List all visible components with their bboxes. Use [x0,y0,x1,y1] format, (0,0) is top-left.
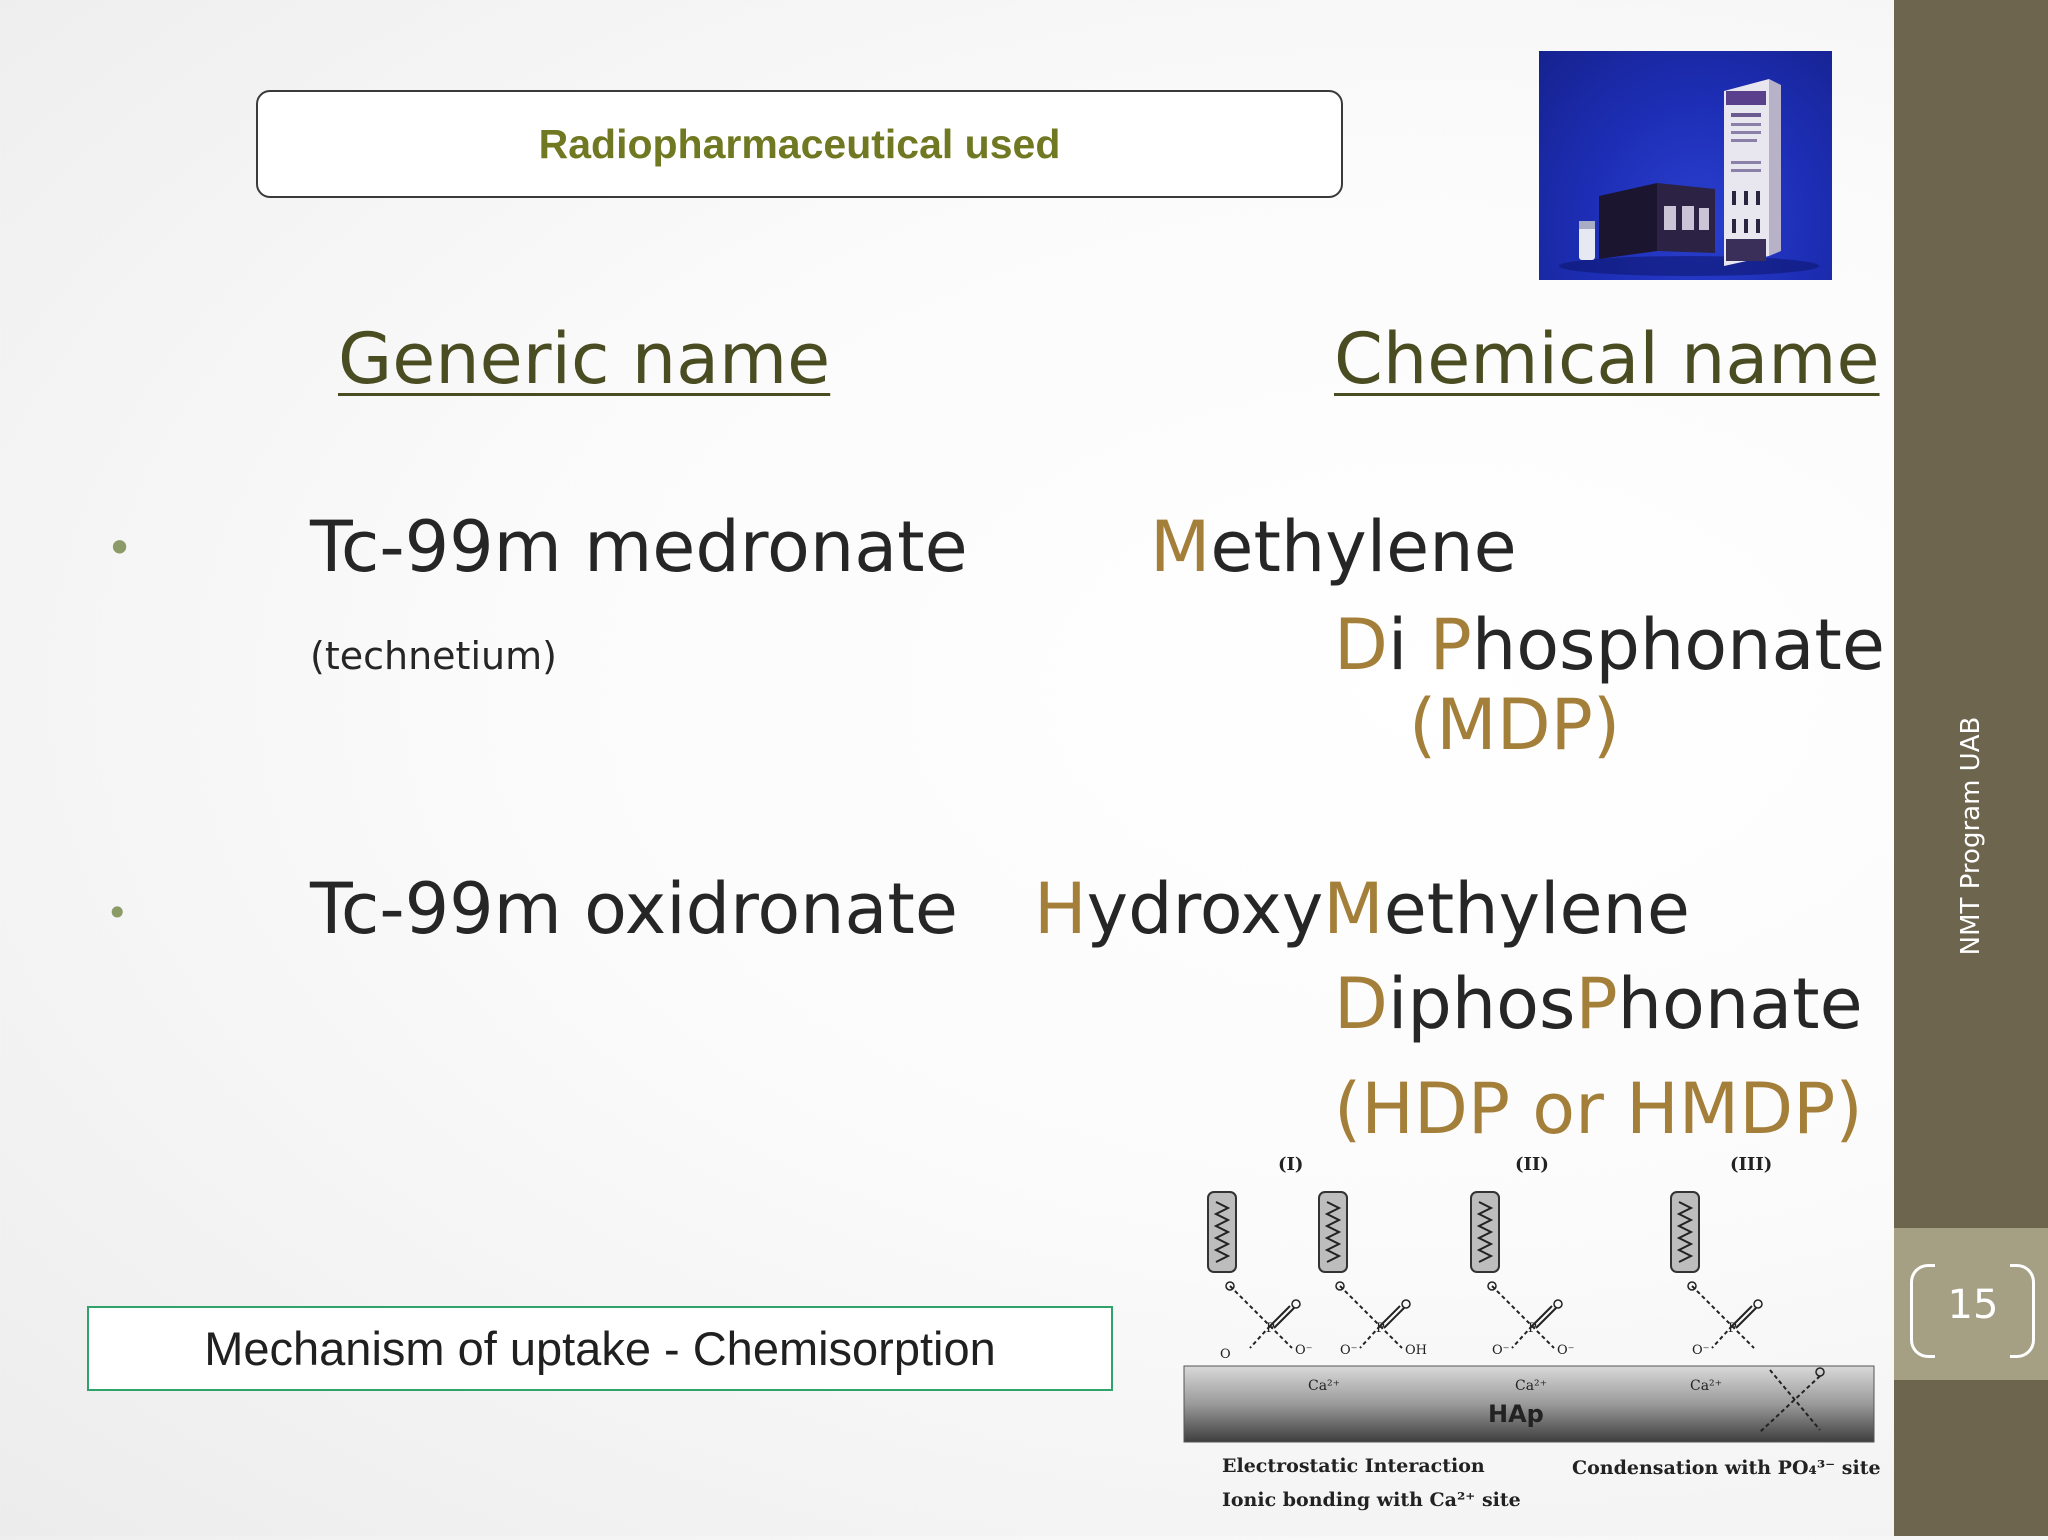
svg-text:OH: OH [1405,1343,1427,1358]
diagram-caption-right: Condensation with PO₄³⁻ site [1572,1457,1880,1479]
mechanism-box: Mechanism of uptake - Chemisorption [87,1306,1113,1391]
diagram-ca-2: Ca²⁺ [1515,1378,1547,1394]
svg-text:O⁻: O⁻ [1340,1343,1358,1358]
diagram-caption-left-2: Ionic bonding with Ca²⁺ site [1222,1489,1521,1511]
diagram-label-2: (II) [1515,1154,1549,1175]
svg-text:O⁻: O⁻ [1692,1343,1710,1358]
chem-seg: M [1150,506,1211,588]
chem-seg: i [1387,604,1430,686]
mechanism-text: Mechanism of uptake - Chemisorption [204,1322,996,1375]
svg-text:O⁻: O⁻ [1295,1343,1313,1358]
chemical-name-1-line2: Di Phosphonate [1334,604,1885,686]
generic-name-heading: Generic name [338,318,831,400]
generic-name-1: Tc-99m medronate [310,506,968,588]
diagram-caption-left-1: Electrostatic Interaction [1222,1455,1485,1477]
chemical-name-1-line1: Methylene [1150,506,1517,588]
chemical-name-2-line2: DiphosPhonate [1334,963,1863,1045]
slide-title-box: Radiopharmaceutical used [256,90,1343,198]
svg-text:O⁻: O⁻ [1492,1343,1510,1358]
chem-seg: ydroxy [1086,868,1324,950]
svg-text:O: O [1220,1347,1231,1362]
product-photo [1539,51,1832,280]
page-brace-left [1910,1264,1935,1358]
chem-seg: P [1429,604,1472,686]
chemical-abbr-1: (MDP) [1409,684,1621,766]
svg-text:O⁻: O⁻ [1557,1343,1575,1358]
chem-seg: M [1323,868,1384,950]
chem-seg: P [1575,963,1618,1045]
slide-title: Radiopharmaceutical used [538,120,1061,167]
chem-seg: ethylene [1210,506,1517,588]
sidebar-label: NMT Program UAB [1956,716,1986,956]
generic-name-2: Tc-99m oxidronate [310,868,958,950]
chem-seg: hosphonate [1471,604,1885,686]
chem-seg: honate [1617,963,1863,1045]
bullet-2: • [106,891,129,935]
chem-seg: D [1334,963,1388,1045]
bullet-1: • [106,521,134,575]
diagram-ca-3: Ca²⁺ [1690,1378,1722,1394]
chem-seg: iphos [1387,963,1576,1045]
chem-seg: ethylene [1383,868,1690,950]
chem-seg: D [1334,604,1388,686]
page-brace-right [2010,1264,2035,1358]
page-number: 15 [1947,1282,1999,1328]
generic-note-1: (technetium) [310,634,557,678]
diagram-ca-1: Ca²⁺ [1308,1378,1340,1394]
diagram-label-1: (I) [1278,1154,1303,1175]
diagram-label-3: (III) [1730,1154,1772,1175]
diagram-surface-label: HAp [1488,1400,1544,1428]
chemical-name-2-line1: HydroxyMethylene [1034,868,1690,950]
chemical-name-heading: Chemical name [1334,318,1880,400]
chemical-abbr-2: (HDP or HMDP) [1334,1068,1863,1150]
chemisorption-diagram: P (I) (II) (III) O O⁻ O⁻ OH O⁻ O⁻ O⁻ Ca²… [1160,1140,1881,1536]
chem-seg: H [1034,868,1087,950]
